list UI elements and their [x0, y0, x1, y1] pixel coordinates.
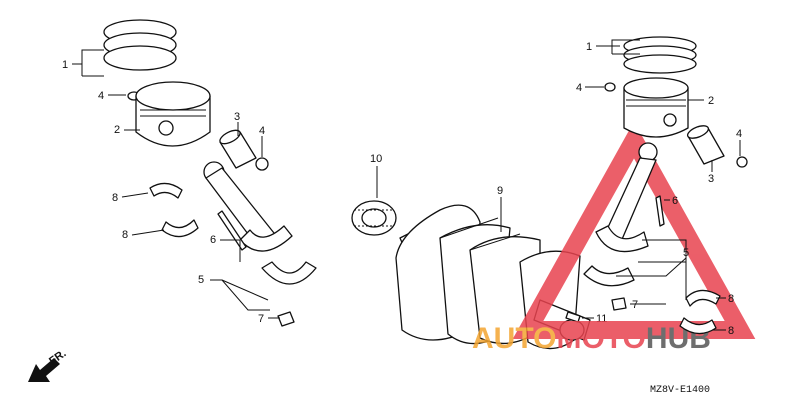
center-callouts: 10 9 11: [370, 153, 607, 325]
callout-3-right: 3: [708, 173, 714, 185]
callout-3-left: 3: [234, 111, 240, 123]
callout-5-right: 5: [683, 247, 689, 259]
drawing-code: MZ8V-E1400: [650, 385, 710, 396]
watermark-triangle: [512, 121, 756, 339]
svg-text:AUTOMOTOHUB: AUTOMOTOHUB: [472, 322, 711, 355]
watermark: AUTOMOTOHUB: [472, 121, 756, 355]
callout-7-right: 7: [632, 299, 638, 311]
watermark-brand-auto: AUTO: [472, 322, 556, 355]
callout-6-left: 6: [210, 234, 216, 246]
callout-8a-right: 8: [728, 293, 734, 305]
right-pin-clip: [604, 82, 616, 92]
arrow-icon: [28, 358, 60, 382]
front-direction-arrow: FR.: [28, 348, 68, 382]
left-bearing-lower: [161, 219, 199, 238]
callout-4b-left: 4: [259, 125, 265, 137]
sprocket: [351, 200, 397, 236]
watermark-brand-moto: MOTO: [556, 322, 645, 355]
right-piston: [623, 77, 689, 138]
right-rod-nut: [611, 297, 627, 311]
right-pin-clip-2: [736, 156, 748, 168]
callout-4b-right: 4: [736, 128, 742, 140]
callout-4-right: 4: [576, 82, 582, 94]
callout-10: 10: [370, 153, 382, 165]
crankshaft: [395, 204, 591, 350]
callout-1-left: 1: [62, 59, 68, 71]
callout-9: 9: [497, 185, 503, 197]
right-bearing-lower: [679, 317, 717, 335]
right-rod-cap: [583, 265, 635, 287]
callout-8b-left: 8: [122, 229, 128, 241]
callout-4-left: 4: [98, 90, 104, 102]
left-pin-clip-2: [255, 157, 269, 171]
left-piston-pin: [219, 129, 257, 169]
callout-2-right: 2: [708, 95, 714, 107]
left-rod-cap: [261, 261, 317, 285]
left-connecting-rod: [203, 161, 293, 252]
right-piston-rings: [623, 36, 697, 74]
right-connecting-rod: [595, 142, 658, 253]
callout-1-right: 1: [586, 41, 592, 53]
left-rod-nut: [277, 311, 295, 327]
right-rod-bolt: [655, 195, 665, 227]
callout-8b-right: 8: [728, 325, 734, 337]
right-piston-pin: [686, 125, 725, 165]
callout-8a-left: 8: [112, 192, 118, 204]
right-bearing-upper: [685, 289, 721, 307]
callout-7-left: 7: [258, 313, 264, 325]
left-piston-rings: [103, 19, 177, 71]
right-callouts: 1 4 2 4 3 6 5 7 8 8: [576, 39, 742, 337]
left-bearing-upper: [149, 182, 183, 199]
callout-6-right: 6: [672, 195, 678, 207]
callout-11: 11: [596, 313, 607, 325]
left-piston: [135, 81, 211, 147]
callout-2-left: 2: [114, 124, 120, 136]
left-callouts: 1 4 2 3 4 8 8 6 5 7: [62, 49, 280, 325]
callout-5-left: 5: [198, 274, 204, 286]
